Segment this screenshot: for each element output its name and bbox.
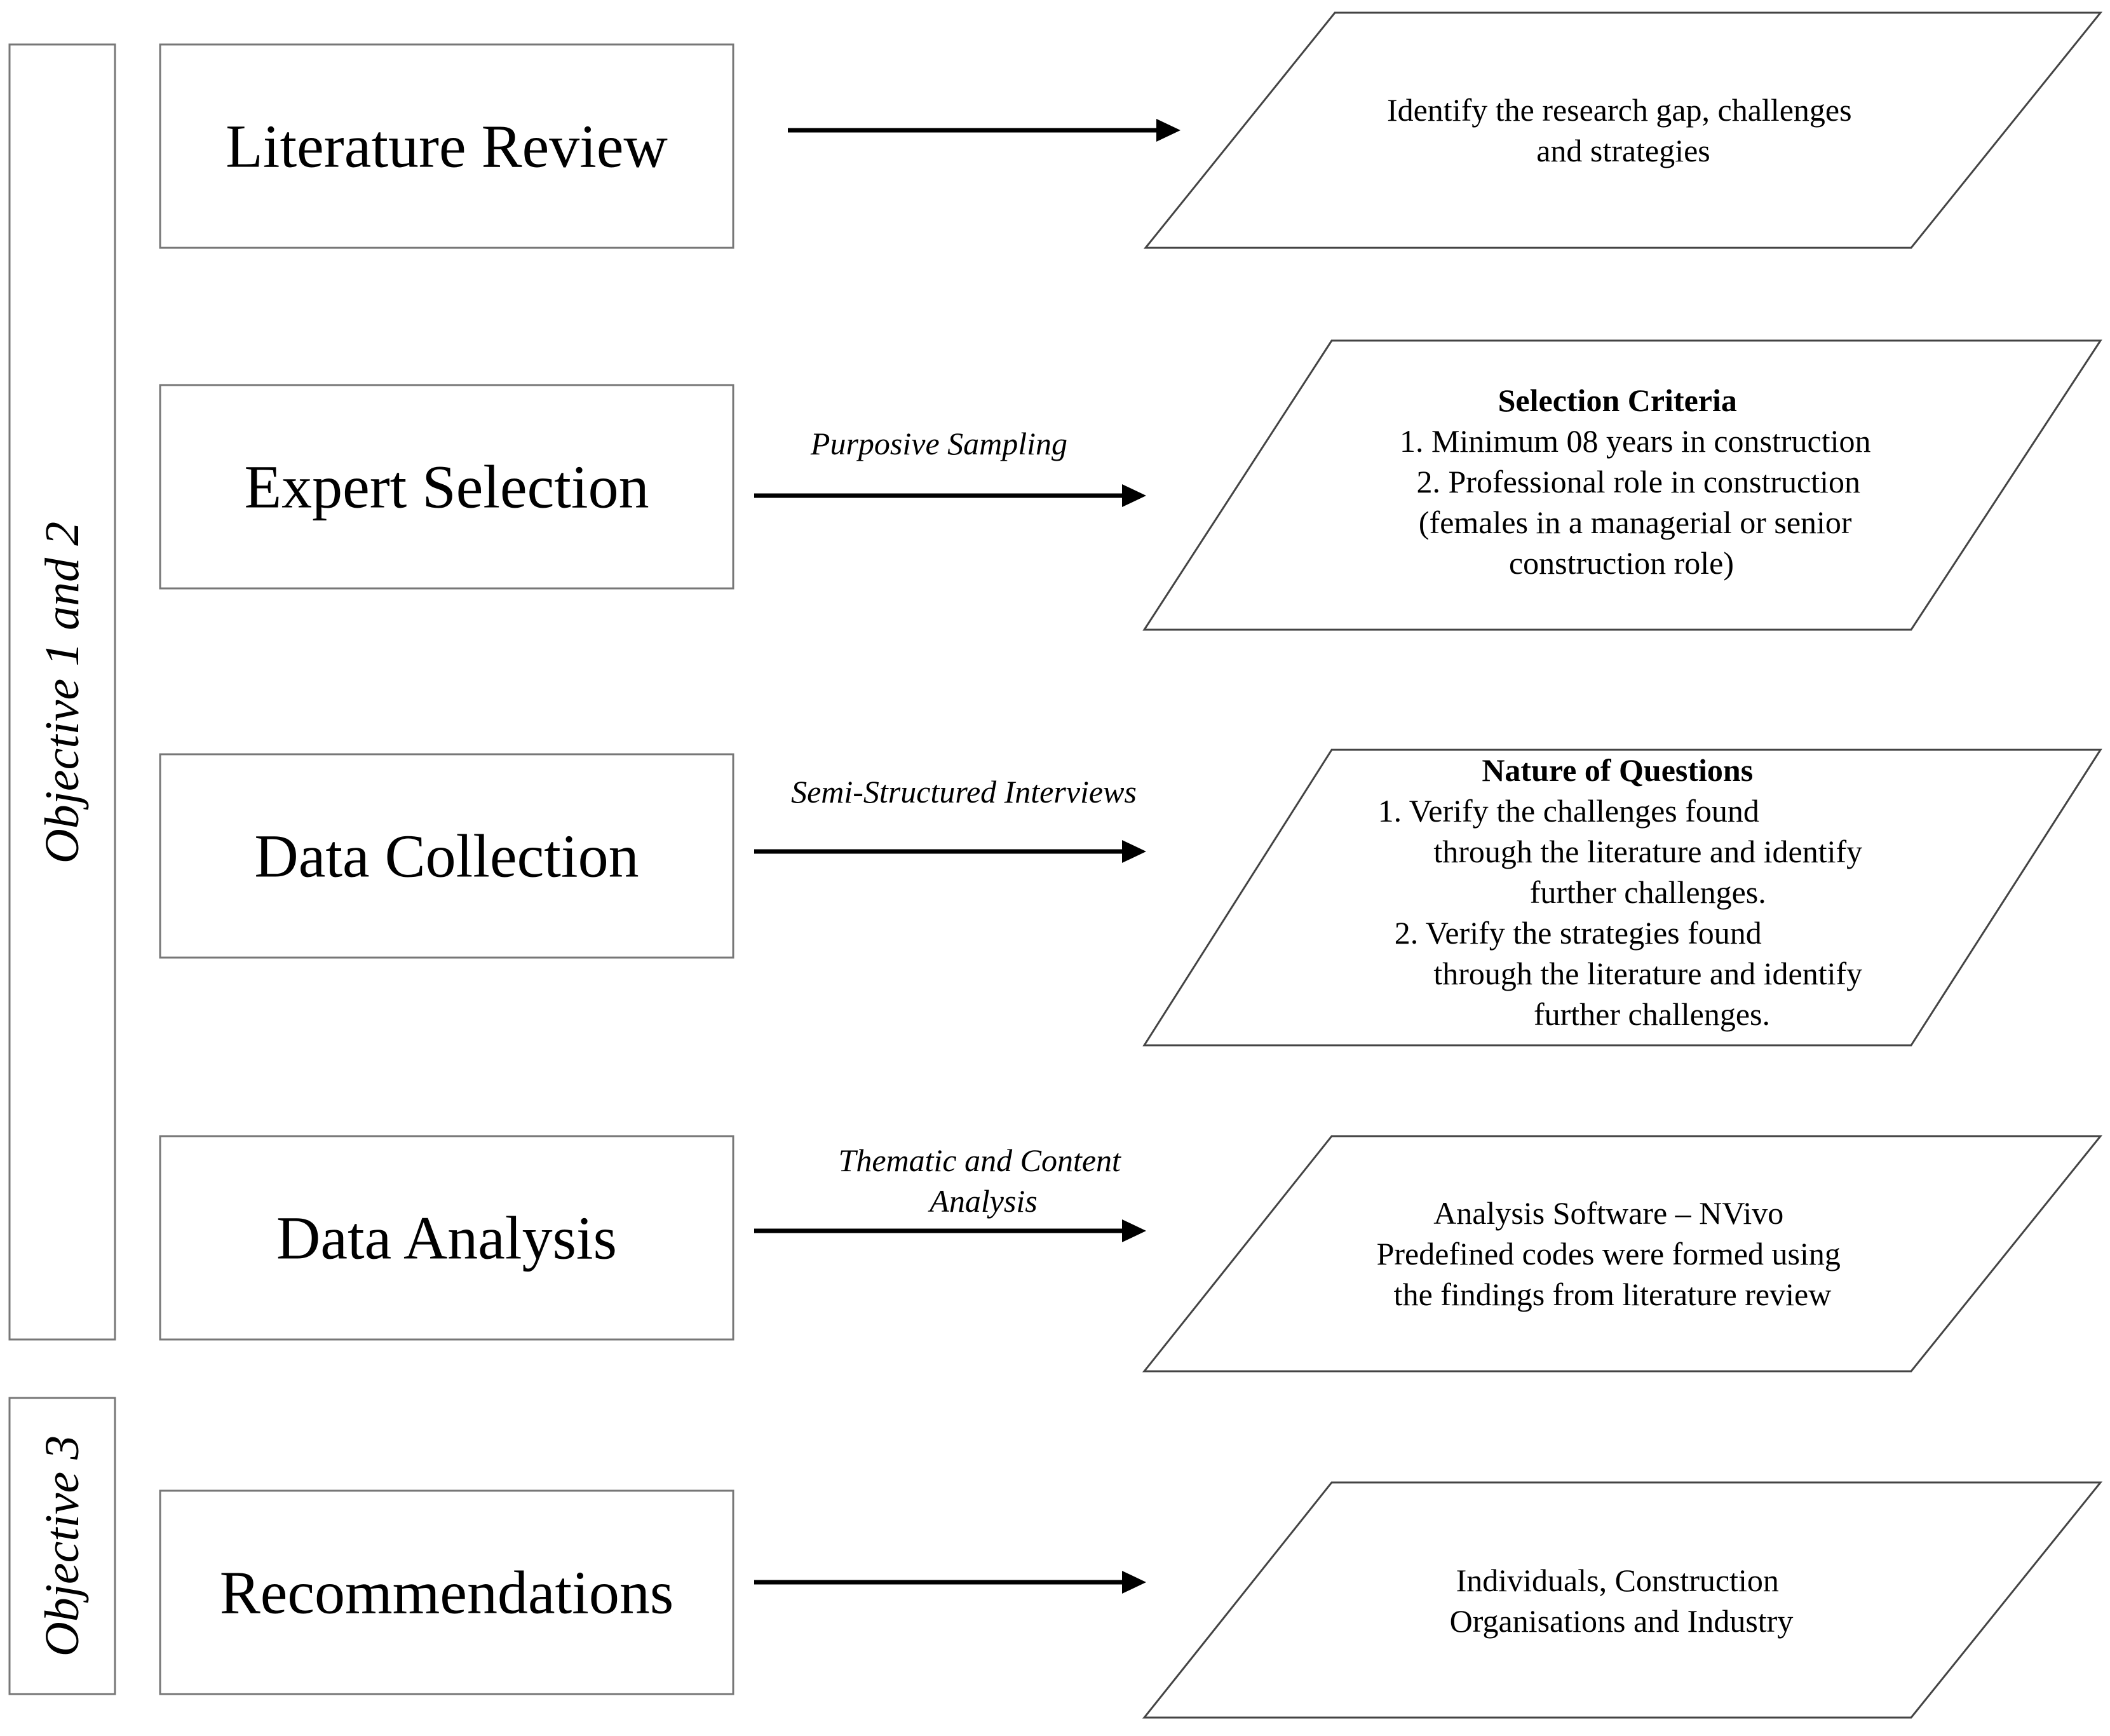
output-parallelogram (1143, 11, 2103, 249)
output-text: Nature of Questions 1. Verify the challe… (1378, 752, 1870, 1032)
step-box (159, 1135, 734, 1341)
method-label: Thematic and Content Analysis (839, 1143, 1129, 1219)
objective-label: Objective 1 and 2 (36, 522, 89, 864)
output-text: Individuals, Construction Organisations … (1450, 1563, 1794, 1639)
step-data-analysis: Data Analysis Thematic and Content Analy… (159, 1135, 2103, 1373)
objective-bracket (8, 1397, 116, 1695)
output-text: Identify the research gap, challenges an… (1387, 92, 1860, 168)
step-expert-selection: Expert Selection Purposive Sampling Sele… (159, 339, 2102, 631)
step-label: Literature Review (226, 112, 668, 180)
step-recommendations: Recommendations Individuals, Constructio… (159, 1481, 2103, 1719)
arrow-head (1122, 1219, 1146, 1242)
output-parallelogram (1142, 1135, 2103, 1373)
output-text: Analysis Software – NVivo Predefined cod… (1377, 1195, 1849, 1312)
arrow-head (1122, 484, 1146, 507)
objective-bracket (8, 43, 116, 1341)
step-label: Recommendations (220, 1559, 674, 1627)
step-label: Expert Selection (244, 453, 649, 521)
output-parallelogram (1142, 339, 2102, 631)
output-parallelogram (1142, 1481, 2103, 1719)
step-box (159, 753, 734, 959)
objective-group-3: Objective 3 (8, 1397, 116, 1695)
step-box (159, 43, 734, 249)
step-literature-review: Literature Review Identify the research … (159, 11, 2103, 249)
step-label: Data Analysis (276, 1204, 617, 1272)
output-parallelogram (1142, 749, 2102, 1047)
step-box (159, 384, 734, 590)
step-label: Data Collection (254, 822, 639, 890)
step-box (159, 1489, 734, 1695)
method-label: Purposive Sampling (810, 426, 1067, 461)
arrow-head (1122, 840, 1146, 863)
arrow-head (1156, 119, 1180, 142)
objective-label: Objective 3 (36, 1435, 89, 1657)
method-label: Semi-Structured Interviews (791, 774, 1137, 810)
arrow-head (1122, 1571, 1146, 1594)
objective-group-1-2: Objective 1 and 2 (8, 43, 116, 1341)
step-data-collection: Data Collection Semi-Structured Intervie… (159, 749, 2102, 1047)
output-text: Selection Criteria 1. Minimum 08 years i… (1400, 383, 1879, 581)
